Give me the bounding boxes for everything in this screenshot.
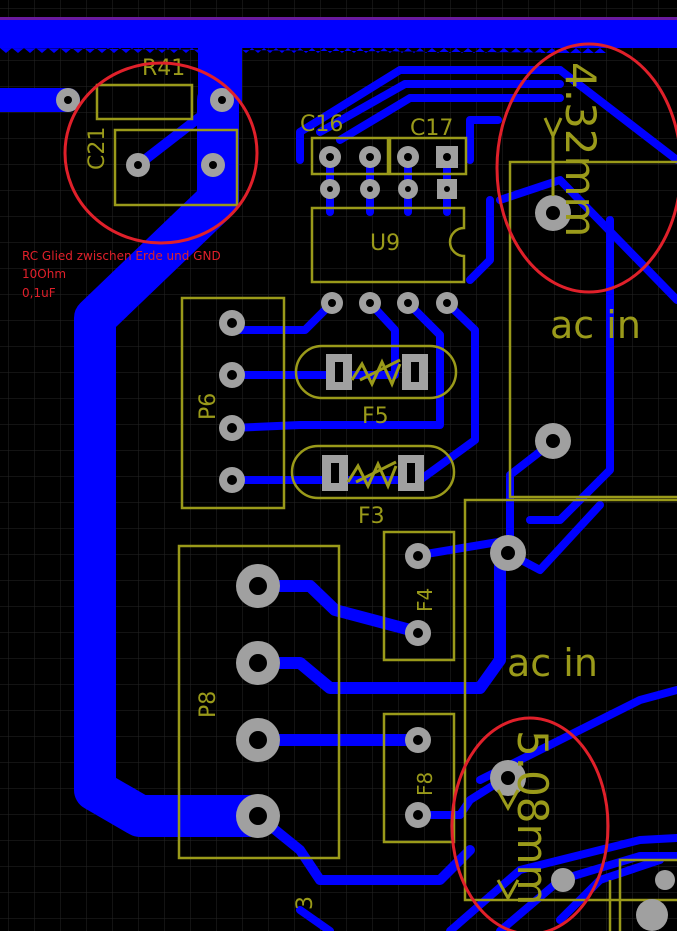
silkscreen-layer — [95, 83, 677, 931]
red-circle-marker-icon — [63, 42, 677, 931]
c17-outline — [388, 136, 468, 176]
bottom-partial-label: 3 — [293, 896, 318, 910]
c16-label: C16 — [300, 112, 343, 137]
f5-outline — [294, 344, 458, 400]
ac-in-top-outline — [508, 160, 677, 499]
marker-dim-top — [495, 42, 677, 294]
f5-label: F5 — [362, 404, 389, 429]
r41-outline — [95, 83, 194, 121]
ac-in-top-label: ac in — [550, 303, 641, 347]
u9-label: U9 — [370, 231, 400, 256]
f3-label: F3 — [358, 504, 385, 529]
c21-outline — [113, 128, 239, 207]
f8-label: F8 — [413, 772, 437, 796]
c21-label: C21 — [85, 127, 110, 170]
annotation-note-resistance: 10Ohm — [22, 267, 67, 281]
p8-outline — [177, 544, 341, 860]
r41-label: R41 — [142, 56, 185, 81]
ac-in-bottom-outline — [463, 498, 677, 902]
fuse-resistor-icon — [346, 358, 402, 490]
f4-outline — [382, 530, 456, 662]
annotation-note-title: RC Glied zwischen Erde und GND — [22, 249, 221, 263]
f4-label: F4 — [413, 588, 437, 612]
dim-bottom-label: 5.08mm — [508, 730, 557, 905]
f8-outline — [382, 712, 456, 844]
f3-outline — [290, 444, 456, 500]
p6-outline — [180, 296, 286, 510]
p6-label: P6 — [196, 393, 221, 420]
annotation-note-capacitance: 0,1uF — [22, 286, 56, 300]
p8-label: P8 — [196, 691, 221, 718]
copper-layer — [0, 17, 677, 931]
u9-outline — [310, 206, 466, 284]
marker-rc-glied — [63, 61, 259, 245]
c16-outline — [310, 136, 390, 176]
ac-in-bottom-label: ac in — [507, 641, 598, 685]
dim-top-label: 4.32mm — [556, 62, 605, 237]
c17-label: C17 — [410, 116, 453, 141]
marker-dim-bottom — [450, 716, 610, 931]
